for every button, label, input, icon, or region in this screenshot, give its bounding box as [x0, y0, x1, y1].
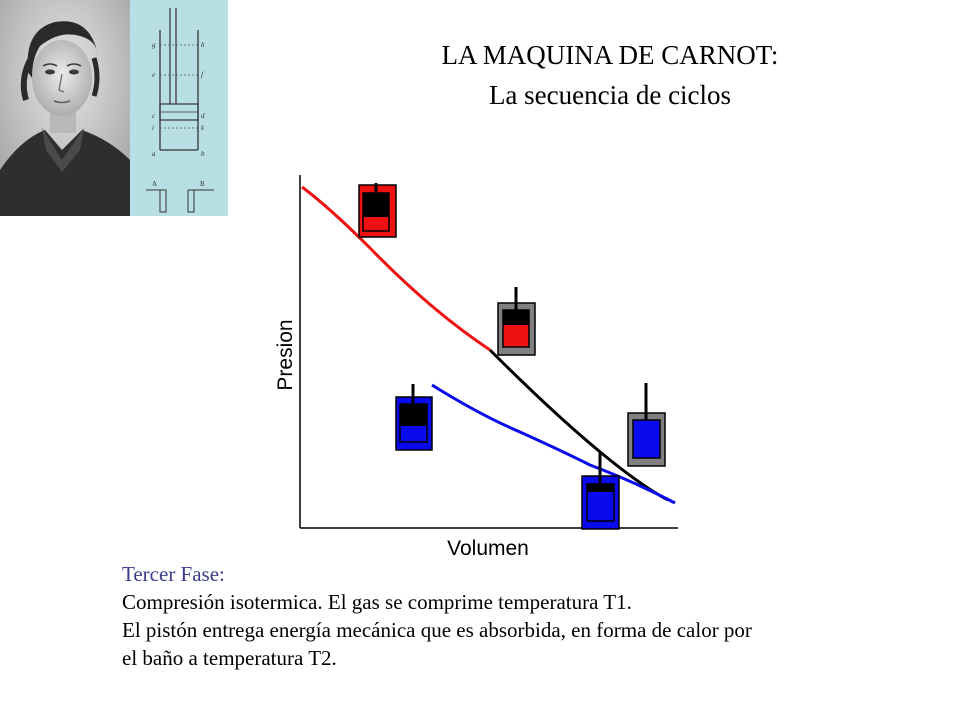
engine-sketch: g h e f c d i k a b A B	[130, 0, 228, 216]
carnot-portrait	[0, 0, 130, 216]
sketch-letter: B	[200, 180, 205, 188]
hot-isotherm-curve	[301, 185, 491, 352]
engine-sketch-drawing: g h e f c d i k a b A B	[146, 8, 214, 213]
sketch-letter: A	[152, 180, 157, 188]
x-axis-label: Volumen	[447, 537, 529, 560]
piston-cold-compression	[581, 452, 620, 530]
sketch-letter: k	[201, 124, 205, 132]
caption-line: El pistón entrega energía mecánica que e…	[122, 618, 752, 642]
page-title: LA MAQUINA DE CARNOT:	[441, 40, 779, 70]
sketch-letter: d	[201, 112, 205, 120]
sketch-letter: f	[201, 71, 204, 79]
piston-hot-expansion	[358, 183, 397, 238]
cold-isotherm-curve	[431, 383, 676, 505]
piston-cold-compression-end	[395, 384, 433, 451]
sketch-letter: b	[201, 150, 205, 158]
portrait-drawing	[0, 0, 130, 216]
caption-line: Compresión isotermica. El gas se comprim…	[122, 590, 632, 614]
pv-diagram: Presion Volumen	[274, 175, 678, 560]
piston-adiabatic-compression	[627, 383, 666, 467]
y-axis-label: Presion	[274, 319, 297, 390]
caption-title: Tercer Fase:	[122, 562, 225, 586]
sketch-letter: c	[152, 112, 156, 120]
caption: Tercer Fase: Compresión isotermica. El g…	[122, 560, 942, 672]
sketch-letter: h	[201, 41, 205, 49]
caption-line: el baño a temperatura T2.	[122, 646, 337, 670]
piston-adiabatic-expansion	[497, 287, 536, 356]
sketch-letter: e	[152, 71, 155, 79]
sketch-letter: g	[152, 41, 156, 49]
page-subtitle: La secuencia de ciclos	[488, 80, 732, 110]
sketch-letter: i	[152, 124, 154, 132]
sketch-letter: a	[152, 150, 156, 158]
